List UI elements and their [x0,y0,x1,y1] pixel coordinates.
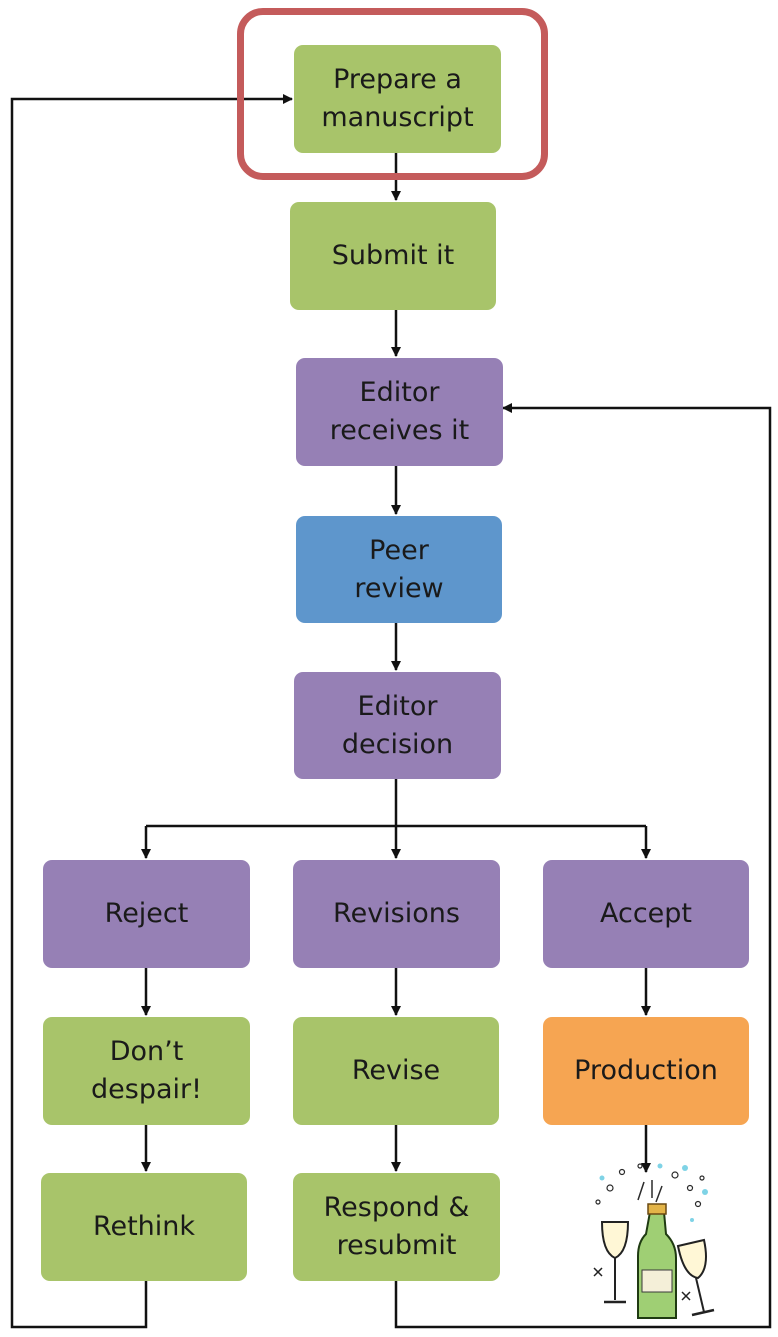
step-prepare-manuscript: Prepare a manuscript [294,45,501,153]
step-revise-label: Revise [351,1055,441,1086]
step-accept-label: Accept [599,898,693,929]
step-rethink-label: Rethink [92,1211,196,1242]
step-editor-decision-label: Editor decision [341,690,454,760]
step-production-label: Production [574,1055,718,1086]
step-respond-resubmit: Respond & resubmit [293,1173,500,1281]
step-prepare-manuscript-label: Prepare a manuscript [321,64,474,133]
step-revisions-label: Revisions [333,898,460,929]
loop-rethink-to-prepare [10,94,293,1329]
loop-resubmit-to-editor [394,403,772,1329]
step-dont-despair-label: Don’t despair! [91,1036,202,1105]
step-reject: Reject [43,860,250,968]
step-respond-resubmit-label: Respond & resubmit [323,1192,470,1261]
step-rethink: Rethink [41,1173,247,1281]
step-revisions: Revisions [293,860,500,968]
step-dont-despair: Don’t despair! [43,1017,250,1125]
step-editor-receives-label: Editor receives it [329,377,470,446]
step-editor-decision: Editor decision [294,672,501,779]
step-submit: Submit it [290,202,496,310]
highlight-outline [237,8,548,180]
step-peer-review: Peer review [296,516,502,623]
step-production: Production [543,1017,749,1125]
step-revise: Revise [293,1017,499,1125]
step-editor-receives: Editor receives it [296,358,503,466]
step-accept: Accept [543,860,749,968]
step-submit-label: Submit it [331,240,455,271]
step-reject-label: Reject [104,898,189,929]
step-peer-review-label: Peer review [354,534,444,604]
champagne-celebration-icon [593,1163,715,1319]
